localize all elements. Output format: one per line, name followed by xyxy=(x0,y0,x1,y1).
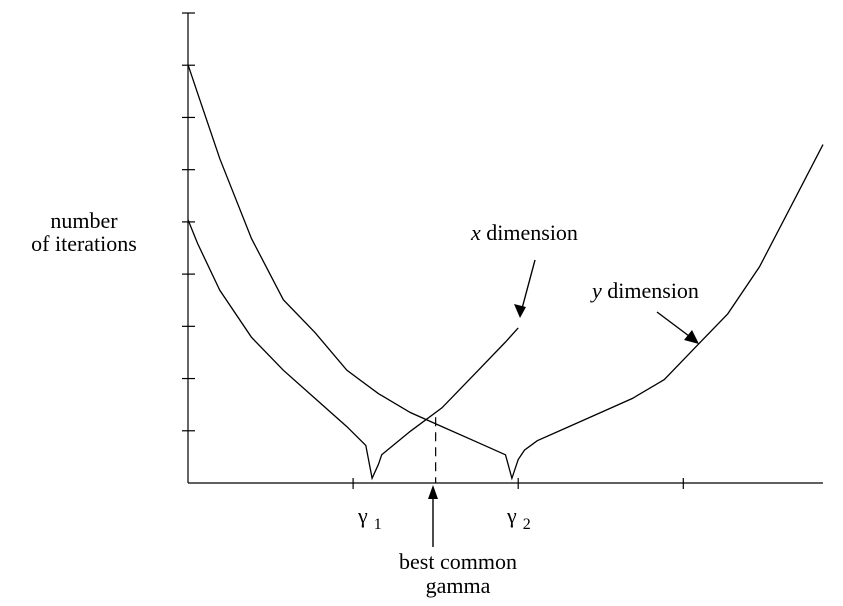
y-dimension-label-italic: y xyxy=(590,278,602,303)
y-dimension-arrow xyxy=(656,311,699,344)
y-axis-ticks xyxy=(182,12,195,432)
x-dimension-label-rest: dimension xyxy=(481,220,578,245)
y-dimension-label: y dimension xyxy=(590,278,699,303)
best-common-gamma-label-line2: gamma xyxy=(426,573,491,598)
best-common-gamma-arrow xyxy=(428,485,438,547)
gamma2-subscript: 2 xyxy=(523,516,531,533)
gamma1-subscript: 1 xyxy=(374,516,382,533)
y-dimension-label-rest: dimension xyxy=(602,278,699,303)
x-dimension-label: x dimension xyxy=(470,220,578,245)
series-line-y-dimension xyxy=(187,64,824,481)
x-axis-ticks xyxy=(352,478,684,489)
y-axis-label-line1: number xyxy=(50,208,118,233)
best-common-gamma-label-line1: best common xyxy=(399,549,517,574)
gamma1-symbol: γ xyxy=(357,503,368,528)
y-axis-label-line2: of iterations xyxy=(31,231,137,256)
series-line-x-dimension xyxy=(187,219,519,481)
x-dimension-label-italic: x xyxy=(470,220,481,245)
x-dimension-arrow xyxy=(514,259,536,318)
gamma2-symbol: γ xyxy=(506,503,517,528)
